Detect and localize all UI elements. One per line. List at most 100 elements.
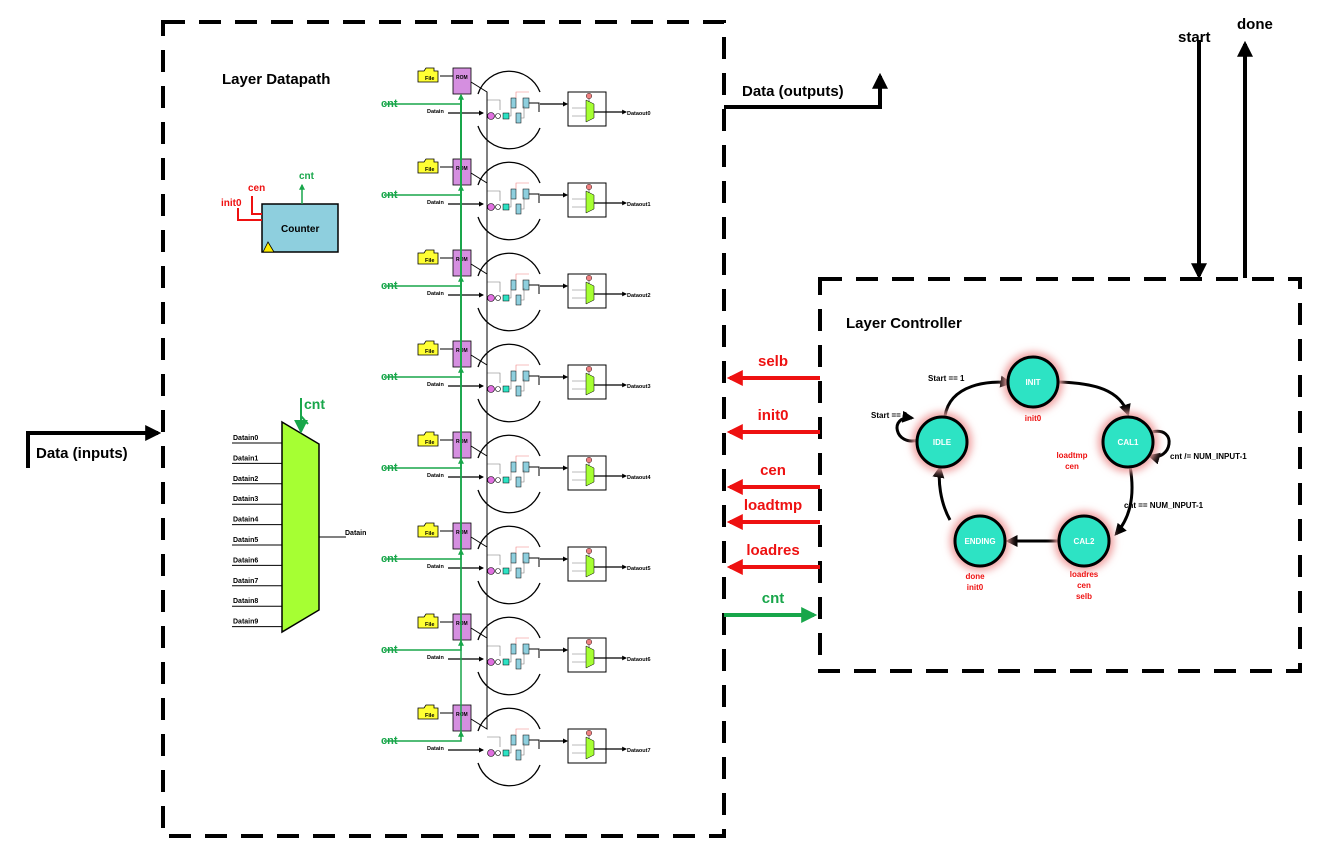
- state-output: selb: [1076, 592, 1092, 601]
- signal-loadtmp: loadtmp: [726, 497, 820, 530]
- neuron-datain-label: Datain: [427, 655, 444, 661]
- mux-input-label: Datain7: [233, 578, 258, 585]
- transition-ending-idle: [932, 465, 952, 521]
- controller-title: Layer Controller: [846, 315, 962, 332]
- state-name: IDLE: [933, 438, 952, 447]
- transition-idle-init: [943, 375, 1013, 417]
- neuron-cnt-label: cnt: [381, 553, 398, 565]
- neuron-cnt-label: cnt: [381, 189, 398, 201]
- mux-input-label: Datain9: [233, 619, 258, 626]
- file-label: File: [425, 440, 434, 446]
- neuron-datain-label: Datain: [427, 109, 444, 115]
- file-label: File: [425, 349, 434, 355]
- neuron-datain-label: Datain: [427, 382, 444, 388]
- state-output: loadres: [1070, 570, 1099, 579]
- rom-block: [452, 249, 472, 277]
- neuron-cnt-label: cnt: [381, 462, 398, 474]
- neuron-datain-label: Datain: [427, 200, 444, 206]
- state-name: ENDING: [964, 537, 995, 546]
- rom-label: ROM: [456, 75, 468, 81]
- signal-label: loadres: [746, 542, 799, 559]
- datapath-boundary: [161, 20, 726, 838]
- rom-block: [452, 704, 472, 732]
- rom-block: [452, 522, 472, 550]
- file-icon: [417, 158, 439, 174]
- file-icon: [417, 67, 439, 83]
- neuron-output-label: Dataout2: [627, 293, 651, 299]
- state-cal1: CAL1 loadtmp cen: [1056, 412, 1158, 472]
- file-icon: [417, 340, 439, 356]
- state-output: cen: [1077, 581, 1091, 590]
- signal-label: loadtmp: [744, 497, 802, 514]
- rom-label: ROM: [456, 348, 468, 354]
- signal-label: selb: [758, 353, 788, 370]
- file-label: File: [425, 167, 434, 173]
- state-cal2: CAL2 loadres cen selb: [1054, 511, 1114, 601]
- data-outputs-label: Data (outputs): [742, 83, 844, 100]
- state-output: init0: [1025, 414, 1042, 423]
- transition-cal1-self: [1147, 429, 1171, 465]
- rom-label: ROM: [456, 166, 468, 172]
- neuron-cnt-label: cnt: [381, 371, 398, 383]
- state-name: INIT: [1025, 378, 1040, 387]
- rom-label: ROM: [456, 439, 468, 445]
- file-icon: [417, 613, 439, 629]
- mux-select-label: cnt: [304, 396, 325, 412]
- rom-block: [452, 613, 472, 641]
- neuron-output-label: Dataout1: [627, 202, 651, 208]
- neuron-output-label: Dataout0: [627, 111, 651, 117]
- datapath-title: Layer Datapath: [222, 71, 330, 88]
- mux-input-label: Datain4: [233, 517, 258, 524]
- data-outputs-port: Data (outputs): [724, 72, 888, 109]
- state-idle: IDLE: [912, 412, 972, 472]
- signal-selb: selb: [726, 353, 820, 386]
- data-inputs-port: Data (inputs): [26, 425, 162, 468]
- control-signals: selb init0 cen loadtmp loadres cnt: [724, 353, 820, 623]
- signal-cen: cen: [726, 462, 820, 495]
- rom-block: [452, 158, 472, 186]
- state-output: cen: [1065, 462, 1079, 471]
- signal-label: cen: [760, 462, 786, 479]
- rom-label: ROM: [456, 257, 468, 263]
- mux-input-label: Datain0: [233, 435, 258, 442]
- neuron-datain-label: Datain: [427, 746, 444, 752]
- signal-label: cnt: [762, 590, 785, 607]
- counter-label: Counter: [281, 224, 319, 235]
- state-name: CAL1: [1118, 438, 1139, 447]
- state-name: CAL2: [1074, 537, 1095, 546]
- neuron-output-label: Dataout3: [627, 384, 651, 390]
- neuron-cnt-label: cnt: [381, 98, 398, 110]
- state-machine: Start == 1 cnt == NUM_INPUT-1 Start == 0…: [871, 352, 1247, 601]
- done-port: done: [1237, 16, 1273, 278]
- transition-cal1-cal2-label: cnt == NUM_INPUT-1: [1124, 501, 1204, 510]
- file-icon: [417, 431, 439, 447]
- neuron-output-label: Dataout4: [627, 475, 651, 481]
- rom-label: ROM: [456, 530, 468, 536]
- neuron-cnt-label: cnt: [381, 644, 398, 656]
- file-label: File: [425, 258, 434, 264]
- done-label: done: [1237, 16, 1273, 33]
- signal-label: init0: [758, 407, 789, 424]
- state-output: init0: [967, 583, 984, 592]
- neuron-datain-label: Datain: [427, 291, 444, 297]
- transition-init-cal1: [1057, 380, 1131, 417]
- signal-init0: init0: [726, 407, 820, 440]
- signal-loadres: loadres: [726, 542, 820, 575]
- mux-input-label: Datain2: [233, 476, 258, 483]
- transition-cal1-cal2: [1114, 465, 1134, 536]
- start-port: start: [1178, 29, 1211, 280]
- input-mux: cnt Datain Datain0Datain1Datain2Datain3D…: [232, 396, 366, 634]
- neuron-output-label: Dataout7: [627, 748, 651, 754]
- transition-idle-self-label: Start == 0: [871, 411, 908, 420]
- mux-input-label: Datain3: [233, 496, 258, 503]
- neuron-output-label: Dataout5: [627, 566, 651, 572]
- rom-block: [452, 431, 472, 459]
- transition-idle-init-label: Start == 1: [928, 374, 965, 383]
- file-icon: [417, 704, 439, 720]
- rom-label: ROM: [456, 621, 468, 627]
- rom-block: [452, 67, 472, 95]
- state-output: loadtmp: [1056, 451, 1087, 460]
